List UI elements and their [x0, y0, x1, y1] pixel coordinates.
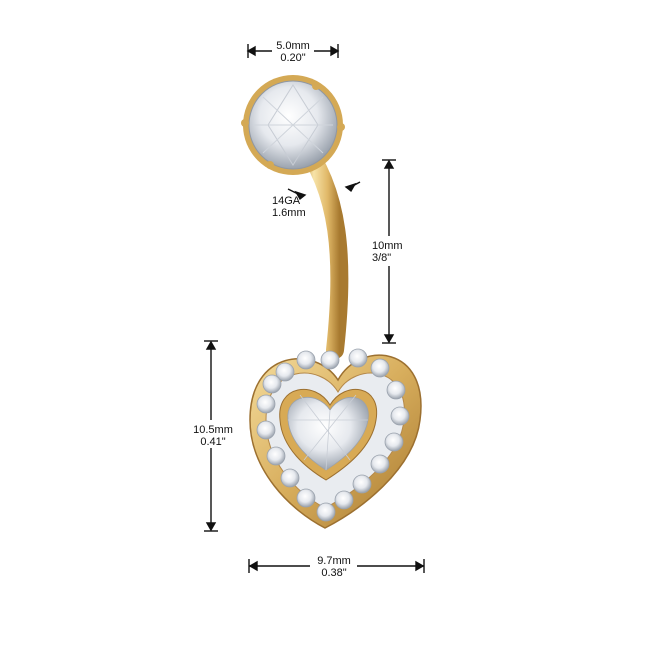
dimension-lines [204, 44, 425, 573]
gauge-label: 14GA 1.6mm [272, 195, 306, 219]
charm-height-label: 10.5mm 0.41" [193, 424, 233, 448]
heart-charm [249, 348, 422, 529]
bar-length-label: 10mm 3/8" [372, 240, 403, 264]
top-width-label: 5.0mm 0.20" [276, 40, 310, 64]
charm-width-label: 9.7mm 0.38" [317, 555, 351, 579]
top-gem [241, 75, 345, 175]
